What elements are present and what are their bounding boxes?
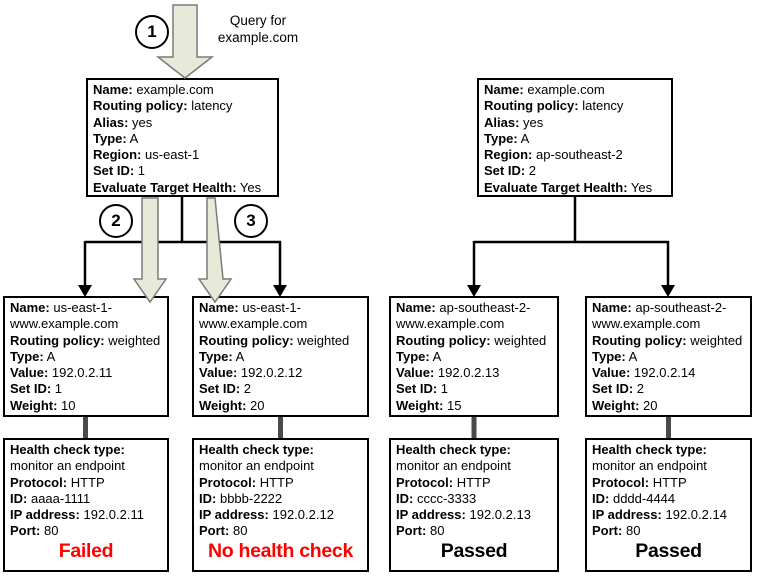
record-field: Name: example.com — [93, 82, 214, 97]
record-field: Port: 80 — [396, 523, 445, 539]
record-field: Routing policy: weighted — [396, 332, 547, 348]
health-check-4: Health check type: monitor an endpoint P… — [585, 438, 752, 572]
latency-record-us-east-1: Name: example.com Routing policy: latenc… — [86, 78, 279, 197]
record-field: Value: 192.0.2.11 — [10, 365, 113, 381]
health-check-2: Health check type: monitor an endpoint P… — [192, 438, 369, 572]
record-field: Type: A — [93, 130, 139, 146]
weighted-record-2: Name: us-east-1-www.example.com Routing … — [192, 296, 369, 417]
health-check-3: Health check type: monitor an endpoint P… — [389, 438, 559, 572]
step-badge-2: 2 — [99, 204, 133, 238]
record-field: monitor an endpoint — [592, 458, 707, 474]
record-field: Name: ap-southeast-2-www.example.com — [396, 300, 531, 332]
record-field: Type: A — [484, 130, 530, 146]
record-field: Type: A — [396, 348, 442, 364]
record-field: IP address: 192.0.2.14 — [592, 507, 727, 523]
record-field: Set ID: 1 — [10, 381, 63, 397]
record-field: Health check type: — [396, 442, 511, 457]
record-field: ID: dddd-4444 — [592, 490, 676, 506]
record-field: Alias: yes — [484, 114, 544, 130]
record-field: Health check type: — [592, 442, 707, 457]
record-field: Weight: 10 — [10, 397, 76, 413]
query-caption: Query for example.com — [217, 13, 299, 45]
record-field: Routing policy: latency — [93, 98, 233, 114]
record-field: Name: example.com — [484, 82, 605, 97]
health-status: Passed — [440, 539, 508, 562]
health-status: Passed — [635, 539, 702, 562]
record-field: IP address: 192.0.2.11 — [10, 507, 144, 523]
record-field: Type: A — [199, 348, 245, 364]
health-status: Failed — [58, 539, 114, 562]
weighted-record-3: Name: ap-southeast-2-www.example.com Rou… — [389, 296, 559, 417]
record-field: Port: 80 — [199, 523, 248, 539]
weighted-record-4: Name: ap-southeast-2-www.example.com Rou… — [585, 296, 752, 417]
record-field: IP address: 192.0.2.13 — [396, 507, 531, 523]
flow-arrow-step2-icon — [132, 197, 168, 304]
latency-record-ap-southeast-2: Name: example.com Routing policy: latenc… — [477, 78, 673, 197]
record-field: Region: us-east-1 — [93, 147, 200, 163]
record-field: Health check type: — [10, 442, 125, 457]
weighted-record-1: Name: us-east-1-www.example.com Routing … — [3, 296, 169, 417]
record-field: ID: bbbb-2222 — [199, 490, 283, 506]
record-field: Weight: 15 — [396, 397, 462, 413]
record-field: Set ID: 2 — [484, 163, 537, 179]
record-field: Alias: yes — [93, 114, 153, 130]
record-field: Name: us-east-1-www.example.com — [199, 300, 308, 332]
record-field: Routing policy: weighted — [199, 332, 350, 348]
record-field: Protocol: HTTP — [10, 474, 105, 490]
step-number: 2 — [111, 211, 121, 230]
record-field: Type: A — [10, 348, 56, 364]
health-status: No health check — [207, 539, 354, 562]
record-field: Protocol: HTTP — [396, 474, 491, 490]
record-field: IP address: 192.0.2.12 — [199, 507, 334, 523]
record-field: Port: 80 — [10, 523, 59, 539]
record-field: monitor an endpoint — [396, 458, 511, 474]
record-field: ID: aaaa-1111 — [10, 490, 91, 506]
record-field: monitor an endpoint — [10, 458, 125, 474]
record-field: Port: 80 — [592, 523, 641, 539]
record-field: Value: 192.0.2.12 — [199, 365, 303, 381]
step-number: 3 — [246, 211, 256, 230]
step-badge-1: 1 — [135, 15, 169, 49]
record-field: Protocol: HTTP — [199, 474, 294, 490]
record-field: Evaluate Target Health: Yes — [484, 179, 653, 195]
record-field: Weight: 20 — [199, 397, 265, 413]
record-field: Set ID: 1 — [93, 163, 146, 179]
record-field: Name: us-east-1-www.example.com — [10, 300, 119, 332]
record-field: ID: cccc-3333 — [396, 490, 477, 506]
record-field: Region: ap-southeast-2 — [484, 147, 623, 163]
record-field: Routing policy: weighted — [592, 332, 743, 348]
record-field: Type: A — [592, 348, 638, 364]
record-field: Set ID: 1 — [396, 381, 449, 397]
record-field: Weight: 20 — [592, 397, 658, 413]
health-check-1: Health check type: monitor an endpoint P… — [3, 438, 169, 572]
record-field: Health check type: — [199, 442, 314, 457]
record-field: Evaluate Target Health: Yes — [93, 179, 262, 195]
record-field: Set ID: 2 — [592, 381, 645, 397]
record-field: Name: ap-southeast-2-www.example.com — [592, 300, 727, 332]
record-field: Protocol: HTTP — [592, 474, 687, 490]
record-field: Set ID: 2 — [199, 381, 252, 397]
step-badge-3: 3 — [234, 204, 268, 238]
record-field: monitor an endpoint — [199, 458, 314, 474]
step-number: 1 — [147, 22, 157, 41]
record-field: Routing policy: weighted — [10, 332, 161, 348]
flow-arrow-step3-icon — [197, 197, 233, 304]
record-field: Value: 192.0.2.14 — [592, 365, 696, 381]
record-field: Routing policy: latency — [484, 98, 624, 114]
record-field: Value: 192.0.2.13 — [396, 365, 500, 381]
